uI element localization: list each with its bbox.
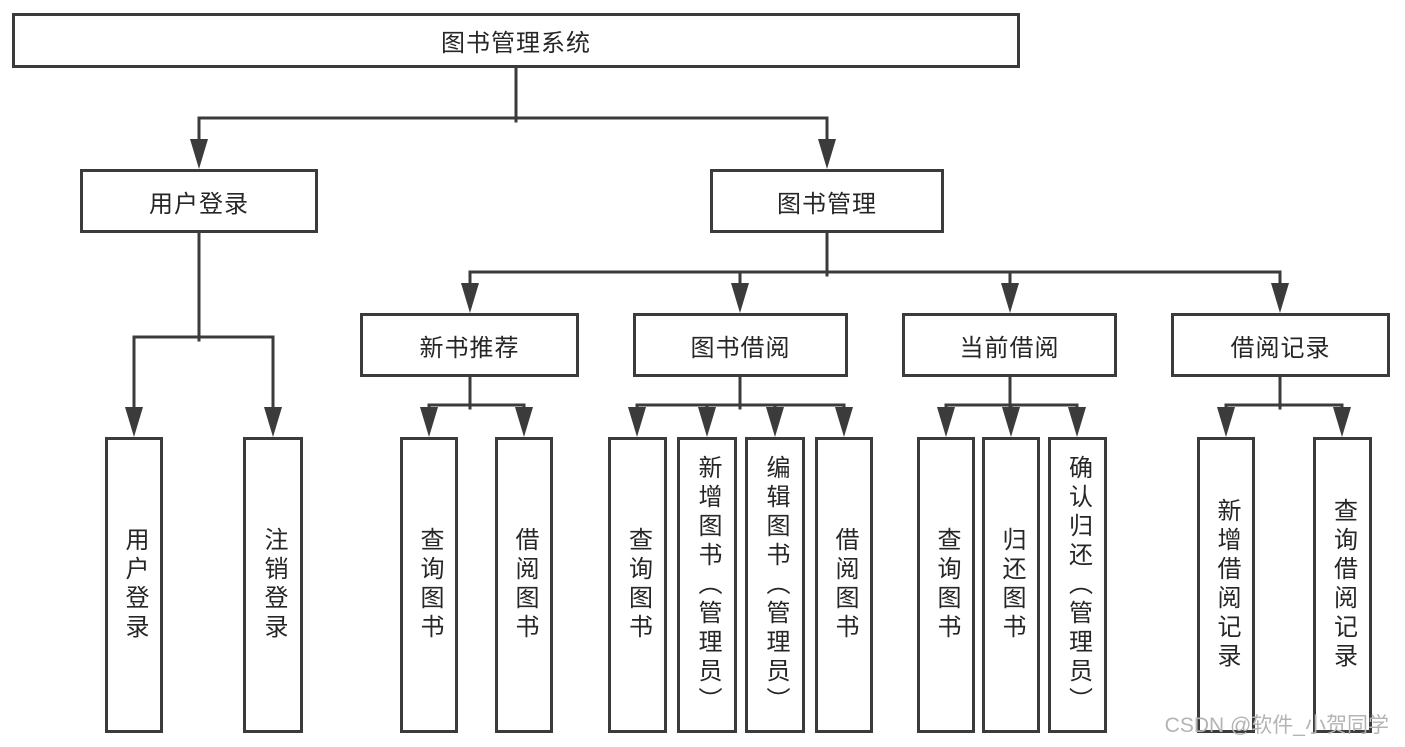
leaf-cb-confirm-return-admin: 确认归还（管理员） xyxy=(1048,437,1107,733)
node-current-borrow: 当前借阅 xyxy=(902,313,1117,377)
node-book-management: 图书管理 xyxy=(710,169,944,233)
node-user-login: 用户登录 xyxy=(80,169,318,233)
node-root-library-management-system: 图书管理系统 xyxy=(12,13,1020,68)
leaf-bb-borrow-books: 借阅图书 xyxy=(815,437,873,733)
node-borrow-record: 借阅记录 xyxy=(1171,313,1390,377)
leaf-bb-add-books-admin: 新增图书（管理员） xyxy=(677,437,737,733)
leaf-br-query-record: 查询借阅记录 xyxy=(1313,437,1372,733)
node-new-book-recommend: 新书推荐 xyxy=(360,313,579,377)
leaf-bb-query-books: 查询图书 xyxy=(608,437,667,733)
leaf-cb-query-books: 查询图书 xyxy=(917,437,975,733)
leaf-nb-query-books: 查询图书 xyxy=(400,437,458,733)
csdn-watermark: CSDN @软件_小贺同学 xyxy=(1164,714,1389,737)
leaf-user-login: 用户登录 xyxy=(105,437,163,733)
leaf-bb-edit-books-admin: 编辑图书（管理员） xyxy=(745,437,805,733)
leaf-logout: 注销登录 xyxy=(243,437,303,733)
leaf-br-add-record: 新增借阅记录 xyxy=(1197,437,1255,733)
leaf-nb-borrow-books: 借阅图书 xyxy=(495,437,553,733)
leaf-cb-return-books: 归还图书 xyxy=(982,437,1040,733)
node-book-borrow: 图书借阅 xyxy=(633,313,848,377)
